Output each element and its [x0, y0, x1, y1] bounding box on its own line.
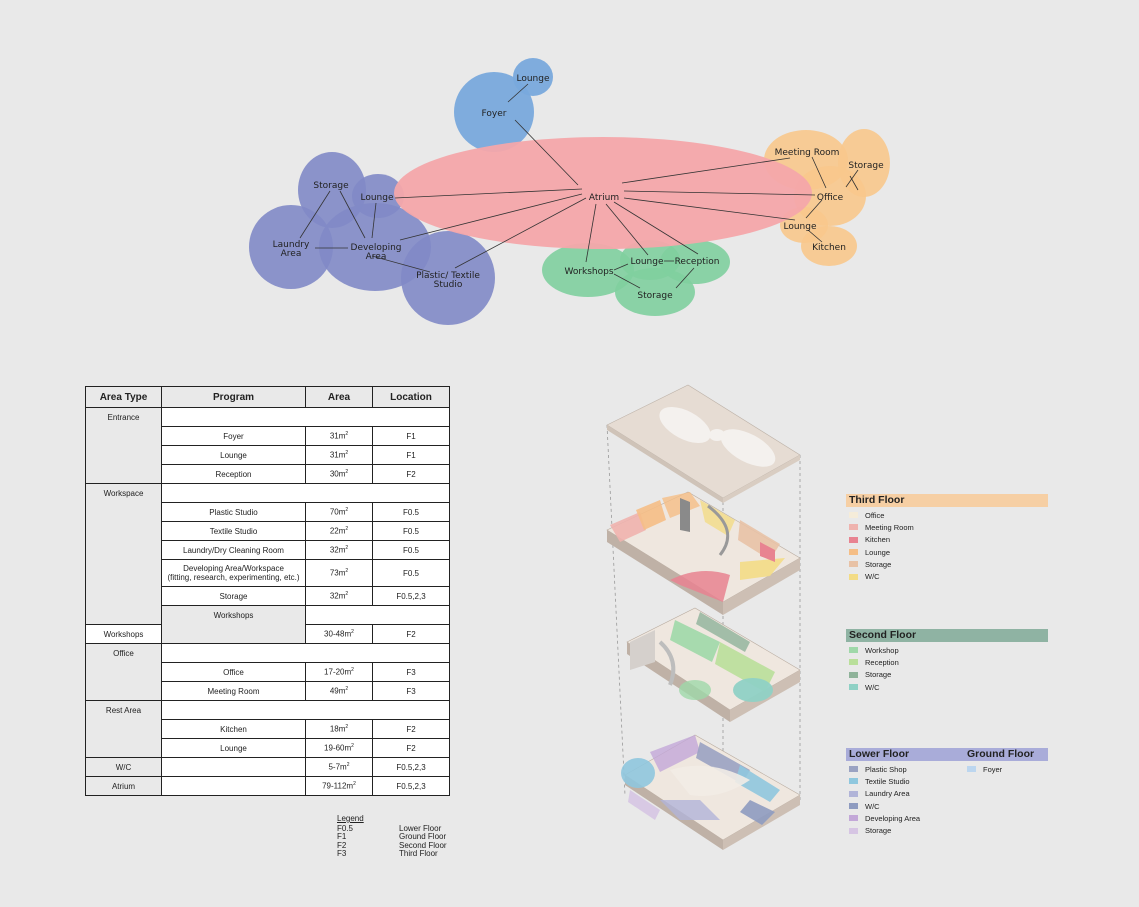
bubble-laundry-area — [249, 205, 333, 289]
label-storage-green: Storage — [637, 291, 673, 301]
table-row: Foyer 31m2 F1 — [86, 426, 450, 446]
legend-item: Lounge — [846, 546, 1048, 558]
second-floor-model — [626, 607, 801, 722]
program-table: Area Type Program Area Location Entrance… — [85, 386, 450, 796]
label-office: Office — [817, 193, 844, 203]
label-developing-line1: Developing — [351, 243, 402, 253]
legend-item: Laundry Area — [846, 788, 964, 800]
ground-floor-title: Ground Floor — [964, 748, 1048, 761]
label-storage-orange: Storage — [848, 161, 884, 171]
roof-opening — [709, 429, 725, 441]
label-workshops: Workshops — [564, 267, 613, 277]
label-foyer: Foyer — [482, 109, 507, 119]
second-floor-key: Second Floor Workshop Reception Storage … — [846, 629, 1048, 693]
third-floor-title: Third Floor — [846, 494, 1048, 507]
header-location: Location — [372, 386, 450, 408]
label-laundry-line1: Laundry — [273, 240, 310, 250]
label-developing-line2: Area — [366, 252, 387, 262]
table-row: Workshops — [86, 605, 450, 644]
lower-floor-title: Lower Floor — [846, 748, 964, 761]
label-laundry-line2: Area — [281, 249, 302, 259]
table-row: Textile Studio 22m2 F0.5 — [86, 521, 450, 541]
group-atrium: Atrium — [85, 776, 162, 796]
label-lounge-green: Lounge — [630, 257, 663, 267]
table-row: Entrance — [85, 407, 450, 484]
bubble-foyer — [454, 72, 534, 152]
second-floor-title: Second Floor — [846, 629, 1048, 642]
label-kitchen: Kitchen — [812, 243, 846, 253]
group-workshops: Workshops — [161, 605, 306, 644]
third-floor-model — [606, 491, 801, 615]
legend-item: W/C — [846, 681, 1048, 693]
legend-item: Meeting Room — [846, 521, 1048, 533]
bubble-diagram: Atrium Foyer Lounge Storage Lounge Laund… — [249, 58, 890, 325]
group-workspace: Workspace — [85, 483, 162, 625]
group-rest-area: Rest Area — [85, 700, 162, 758]
label-lounge-orange: Lounge — [783, 222, 816, 232]
ground-floor-key: Ground Floor Foyer — [964, 748, 1048, 775]
label-plastic-line1: Plastic/ Textile — [416, 271, 480, 281]
label-lounge-left: Lounge — [360, 193, 393, 203]
table-row: Rest Area — [85, 700, 450, 758]
table-row: Reception 30m2 F2 — [86, 464, 450, 484]
table-row: Workshops 30-48m2 F2 — [85, 624, 450, 644]
table-row: Meeting Room 49m2 F3 — [86, 681, 450, 701]
group-entrance: Entrance — [85, 407, 162, 484]
legend-item: Storage — [846, 558, 1048, 570]
label-atrium: Atrium — [589, 193, 619, 203]
table-header-row: Area Type Program Area Location — [85, 386, 450, 408]
label-storage-left: Storage — [313, 181, 349, 191]
roof-slab — [606, 384, 801, 503]
label-lounge-top: Lounge — [516, 74, 549, 84]
legend-item: Workshop — [846, 644, 1048, 656]
legend-item: Developing Area — [846, 812, 964, 824]
ground-floor-cluster — [454, 58, 553, 152]
label-meeting-room: Meeting Room — [775, 148, 840, 158]
legend-item: Storage — [846, 824, 964, 836]
legend-item: W/C — [846, 800, 964, 812]
table-row: W/C 5-7m2 F0.5,2,3 — [85, 757, 450, 777]
label-reception: Reception — [675, 257, 720, 267]
lower-floor-model — [621, 734, 801, 850]
legend-item: W/C — [846, 570, 1048, 582]
bubble-reception — [660, 240, 730, 284]
legend-item: Foyer — [964, 763, 1048, 775]
roof-opening — [659, 406, 711, 444]
header-area-type: Area Type — [85, 386, 162, 408]
table-row: Kitchen 18m2 F2 — [86, 719, 450, 739]
bubble-plastic-textile-studio — [401, 231, 495, 325]
bubble-workshops — [542, 243, 634, 297]
table-row: Office — [85, 643, 450, 701]
legend-item: Office — [846, 509, 1048, 521]
lower-floor-key: Lower Floor Plastic Shop Textile Studio … — [846, 748, 964, 837]
group-office: Office — [85, 643, 162, 701]
bubble-atrium — [394, 137, 812, 249]
lower-floor-cluster — [249, 152, 495, 325]
table-row: Workspace — [85, 483, 450, 625]
second-floor-cluster — [542, 240, 730, 316]
header-program: Program — [161, 386, 306, 408]
legend-title: Legend — [337, 814, 364, 823]
header-area: Area — [305, 386, 373, 408]
legend-item: Storage — [846, 669, 1048, 681]
connector-lines — [299, 83, 859, 289]
table-row: Atrium 79-112m2 F0.5,2,3 — [85, 776, 450, 796]
table-row: Developing Area/Workspace(fitting, resea… — [86, 559, 450, 587]
legend-item: Plastic Shop — [846, 763, 964, 775]
label-plastic-line2: Studio — [434, 280, 463, 290]
bubble-lounge-top — [513, 58, 553, 96]
group-wc: W/C — [85, 757, 162, 777]
legend-item: Reception — [846, 656, 1048, 668]
legend-item: Textile Studio — [846, 775, 964, 787]
axonometric-drawing — [606, 384, 801, 850]
roof-opening — [720, 429, 776, 467]
bubble-labels: Atrium Foyer Lounge Storage Lounge Laund… — [273, 74, 884, 301]
third-floor-key: Third Floor Office Meeting Room Kitchen … — [846, 494, 1048, 583]
legend-item: Kitchen — [846, 534, 1048, 546]
